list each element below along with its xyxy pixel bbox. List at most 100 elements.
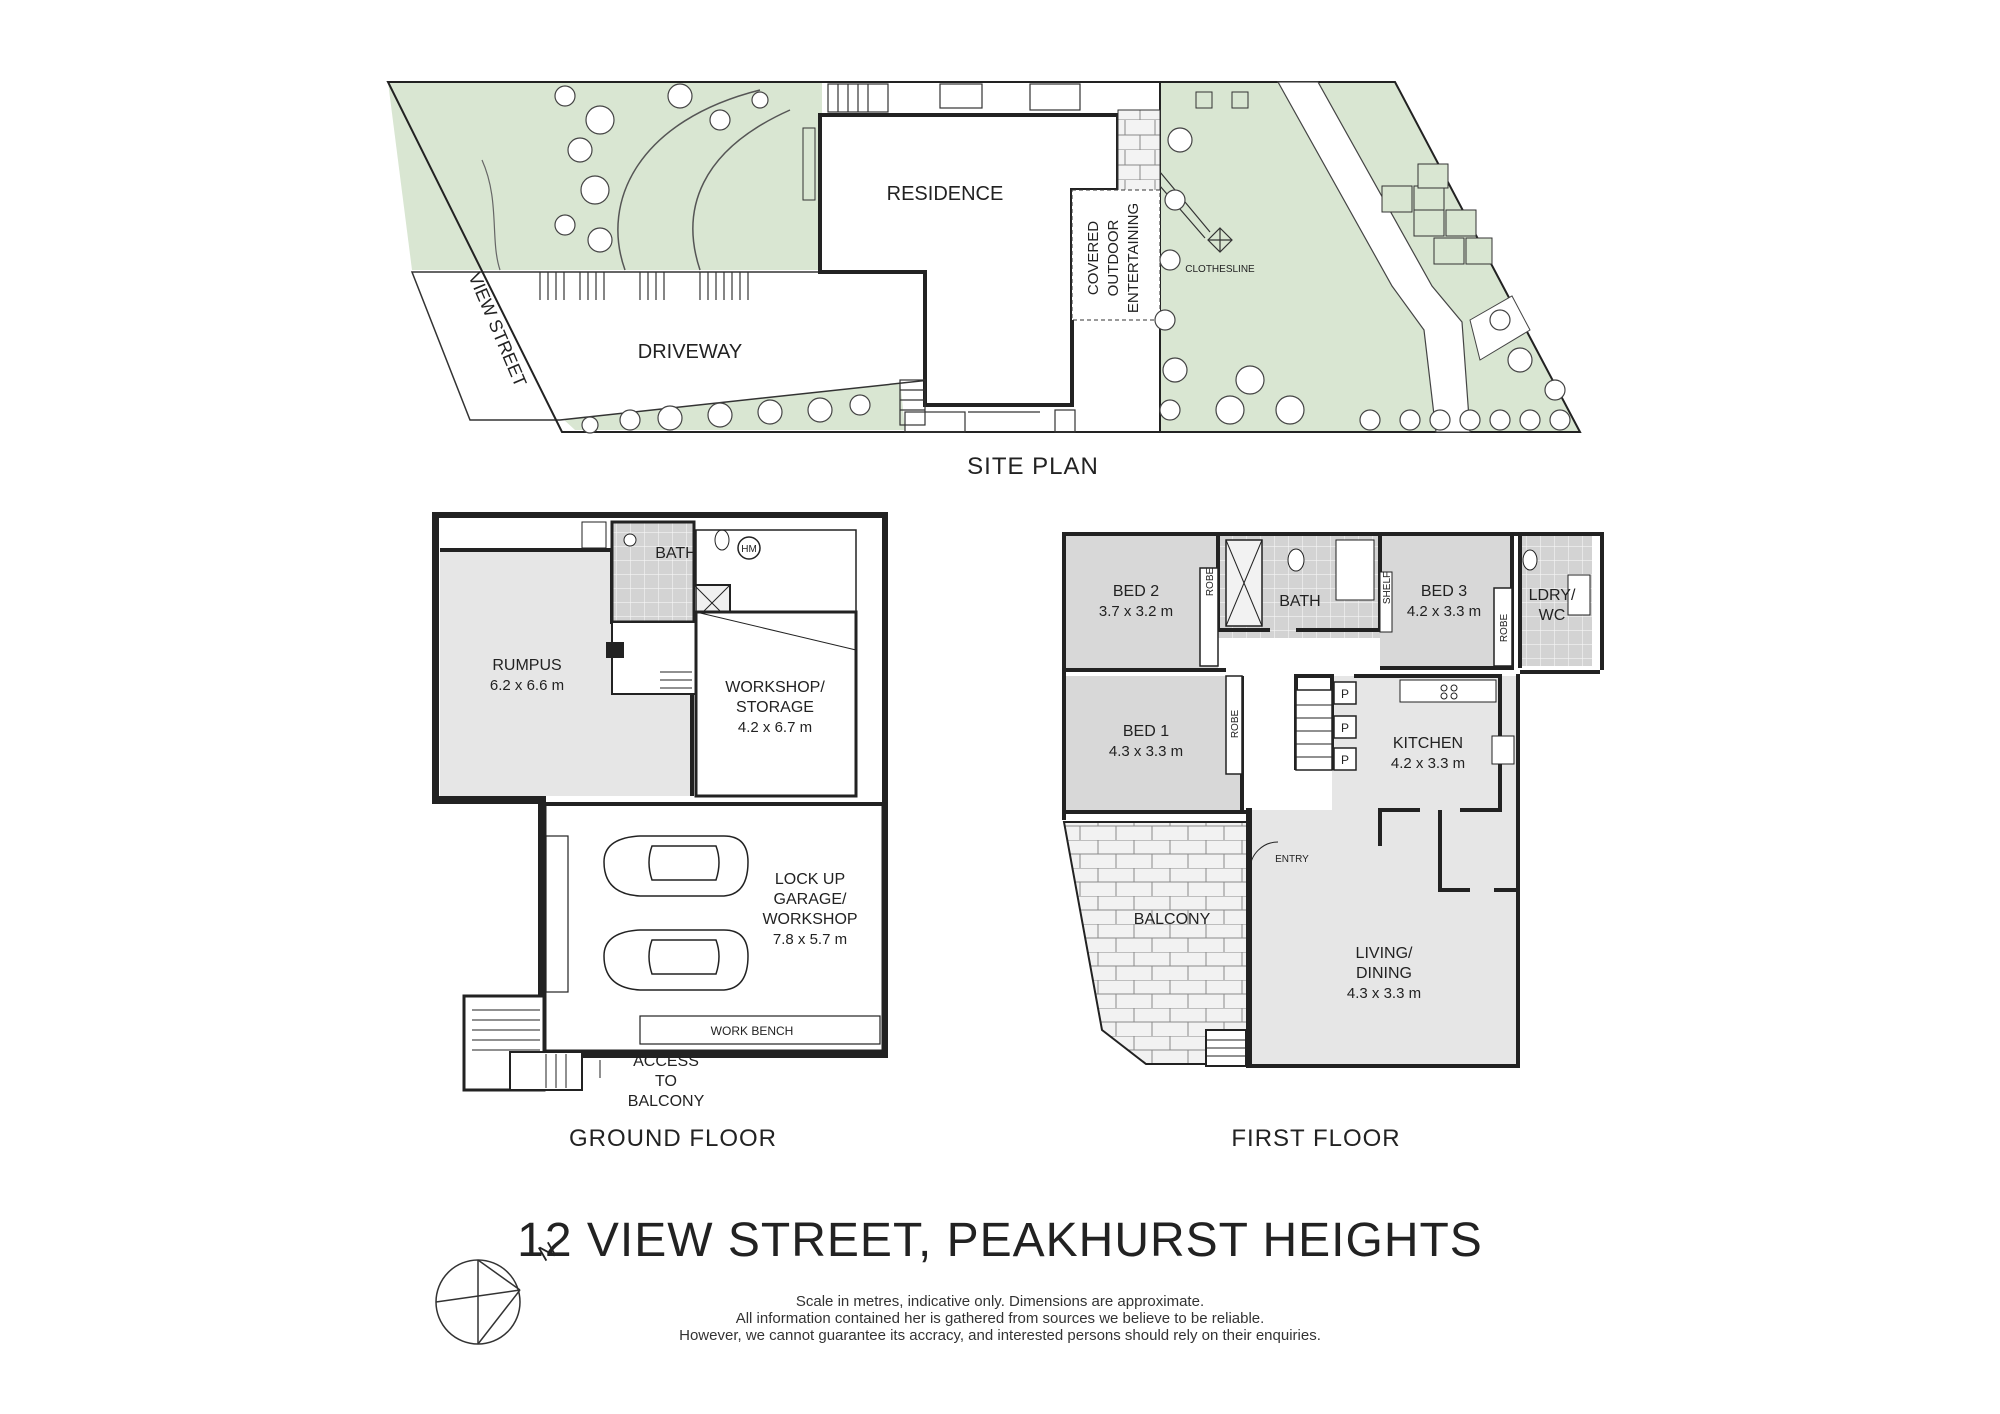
tree-icon (807, 397, 833, 423)
tree-icon (709, 109, 731, 131)
tree-icon (587, 227, 613, 253)
bed1-label: BED 1 (1123, 723, 1169, 740)
property-address: 12 VIEW STREET, PEAKHURST HEIGHTS (517, 1214, 1483, 1267)
tree-icon (1507, 347, 1533, 373)
tree-icon (1159, 249, 1181, 271)
tree-icon (554, 214, 576, 236)
tree-icon (1489, 409, 1511, 431)
tree-icon (757, 399, 783, 425)
covered-outdoor-label: COVERED OUTDOOR ENTERTAINING (1085, 203, 1142, 313)
tree-icon (1235, 365, 1265, 395)
tree-icon (657, 405, 683, 431)
garage-label-1: LOCK UP (775, 871, 845, 888)
bed1-robe-label: ROBE (1230, 710, 1241, 739)
tree-icon (619, 409, 641, 431)
tree-icon (580, 175, 610, 205)
car-icon (603, 835, 749, 991)
garage-label-2: GARAGE/ (774, 891, 847, 908)
tree-icon (1359, 409, 1381, 431)
tree-icon (567, 137, 593, 163)
rumpus-dim: 6.2 x 6.6 m (490, 677, 564, 694)
living-label-1: LIVING/ (1356, 945, 1413, 962)
disclaimer-line: Scale in metres, indicative only. Dimens… (795, 1293, 1205, 1310)
shelf-label: SHELF (1382, 572, 1393, 604)
paved-walkway (1117, 109, 1161, 196)
tree-icon (1429, 409, 1451, 431)
first-floor-title: FIRST FLOOR (1231, 1125, 1400, 1152)
tree-icon (554, 85, 576, 107)
kitchen-dim: 4.2 x 3.3 m (1391, 755, 1465, 772)
tree-icon (1549, 409, 1571, 431)
tree-icon (751, 91, 769, 109)
tree-icon (1159, 399, 1181, 421)
lock-up-garage (545, 803, 883, 1051)
residence-label: RESIDENCE (887, 183, 1004, 205)
driveway-label: DRIVEWAY (638, 341, 742, 363)
rear-path (1276, 81, 1471, 433)
bed2-label: BED 2 (1113, 583, 1159, 600)
bed3-dim: 4.2 x 3.3 m (1407, 603, 1481, 620)
tree-icon (1459, 409, 1481, 431)
tree-icon (849, 394, 871, 416)
svg-text:OUTDOOR: OUTDOOR (1105, 220, 1122, 297)
tree-icon (581, 416, 599, 434)
bed2-robe-label: ROBE (1205, 568, 1216, 597)
back-lawn (1160, 82, 1580, 432)
bed1-room (1066, 676, 1242, 810)
ff-bath-label: BATH (1279, 593, 1320, 610)
bed1-dim: 4.3 x 3.3 m (1109, 743, 1183, 760)
ground-floor-plan: BATH HM RUMPUS 6.2 x 6.6 m WORKSHOP/ (432, 512, 888, 1152)
side-steps (899, 379, 1076, 433)
access-label-3: BALCONY (628, 1093, 705, 1110)
north-compass-icon (435, 1259, 521, 1345)
tree-icon (1162, 357, 1188, 383)
living-label-2: DINING (1356, 965, 1412, 982)
site-plan: RESIDENCE COVERED OUTDOOR ENTERTAINING C… (386, 81, 1582, 480)
site-boundary (386, 81, 1582, 433)
svg-text:ENTERTAINING: ENTERTAINING (1125, 203, 1142, 313)
front-lawn (388, 82, 822, 270)
bed3-room (1380, 536, 1512, 666)
tree-icon (1164, 189, 1186, 211)
tree-icon (1519, 409, 1541, 431)
hot-water-label: HM (741, 544, 757, 555)
clothesline-label: CLOTHESLINE (1185, 264, 1255, 275)
bed2-room (1066, 536, 1218, 668)
work-bench-label: WORK BENCH (711, 1024, 794, 1038)
workshop-label-1: WORKSHOP/ (725, 679, 825, 696)
bed2-dim: 3.7 x 3.2 m (1099, 603, 1173, 620)
tree-icon (1399, 409, 1421, 431)
living-dim: 4.3 x 3.3 m (1347, 985, 1421, 1002)
balcony (1062, 821, 1251, 1065)
garage-label-3: WORKSHOP (762, 911, 857, 928)
pantry-label-3: P (1341, 753, 1349, 767)
access-label-2: TO (655, 1073, 677, 1090)
tree-icon (1215, 395, 1245, 425)
tree-icon (1489, 309, 1511, 331)
first-floor-plan: ROBE ROBE ROBE SHELF P P P BED 2 3.7 x (1062, 532, 1604, 1152)
entry-label: ENTRY (1275, 854, 1309, 865)
laundry-label-1: LDRY/ (1529, 587, 1576, 604)
ground-floor-title: GROUND FLOOR (569, 1125, 777, 1152)
tree-icon (1544, 379, 1566, 401)
garage-dim: 7.8 x 5.7 m (773, 931, 847, 948)
laundry-label-2: WC (1539, 607, 1566, 624)
tree-icon (1154, 309, 1176, 331)
disclaimer: Scale in metres, indicative only. Dimens… (0, 1293, 2000, 1344)
top-steps (827, 83, 1081, 113)
tree-icon (667, 83, 693, 109)
covered-outdoor-area (1071, 189, 1161, 321)
disclaimer-line: All information contained her is gathere… (735, 1310, 1265, 1327)
tree-icon (707, 402, 733, 428)
disclaimer-line: However, we cannot guarantee its accracy… (679, 1327, 1321, 1344)
pantry-label-2: P (1341, 721, 1349, 735)
kitchen-label: KITCHEN (1393, 735, 1463, 752)
bed3-robe-label: ROBE (1499, 614, 1510, 643)
tree-icon (1167, 127, 1193, 153)
pantry-label-1: P (1341, 687, 1349, 701)
garden-path (617, 89, 761, 271)
front-steps (539, 272, 749, 300)
vegetable-beds (1381, 163, 1493, 265)
tree-icon (585, 105, 615, 135)
